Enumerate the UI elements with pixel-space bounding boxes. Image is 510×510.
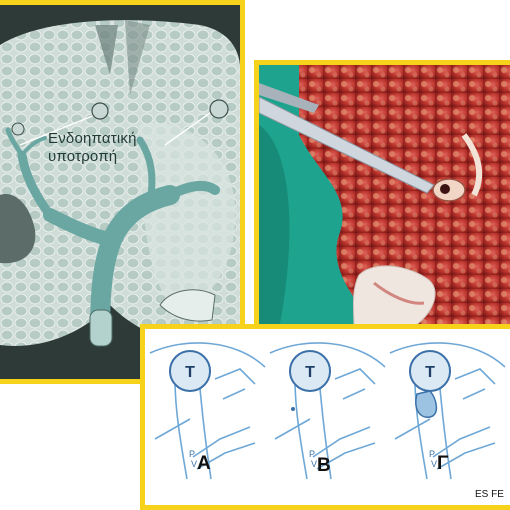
- recurrence-label-line2: υποτροπή: [48, 148, 118, 165]
- recurrence-nodule-icon: [209, 99, 229, 119]
- credit-label: ES FE: [475, 489, 504, 500]
- surgical-photo-panel: [254, 60, 510, 334]
- liver-illustration: [0, 5, 240, 379]
- schematic-diagram: T T T PV PV PV: [149, 342, 506, 480]
- diagram-label-c: Γ: [437, 453, 449, 474]
- svg-text:P: P: [309, 449, 315, 459]
- svg-text:V: V: [311, 459, 317, 469]
- liver-illustration-panel: Ενδοηπατική υποτροπή: [0, 0, 245, 384]
- svg-text:V: V: [431, 459, 437, 469]
- recurrence-label-line1: Ενδοηπατική: [48, 130, 137, 147]
- tumor-marker-a: T: [185, 364, 195, 381]
- diagram-label-b: B: [317, 455, 331, 476]
- svg-text:V: V: [191, 459, 197, 469]
- svg-text:P: P: [189, 449, 195, 459]
- diagram-label-a: A: [197, 453, 211, 474]
- svg-text:P: P: [429, 449, 435, 459]
- diagram-a: [149, 342, 266, 480]
- recurrence-nodule-icon: [91, 102, 109, 120]
- tumor-marker-b: T: [305, 364, 315, 381]
- tumor-marker-c: T: [425, 364, 435, 381]
- surgical-photo: [259, 65, 510, 329]
